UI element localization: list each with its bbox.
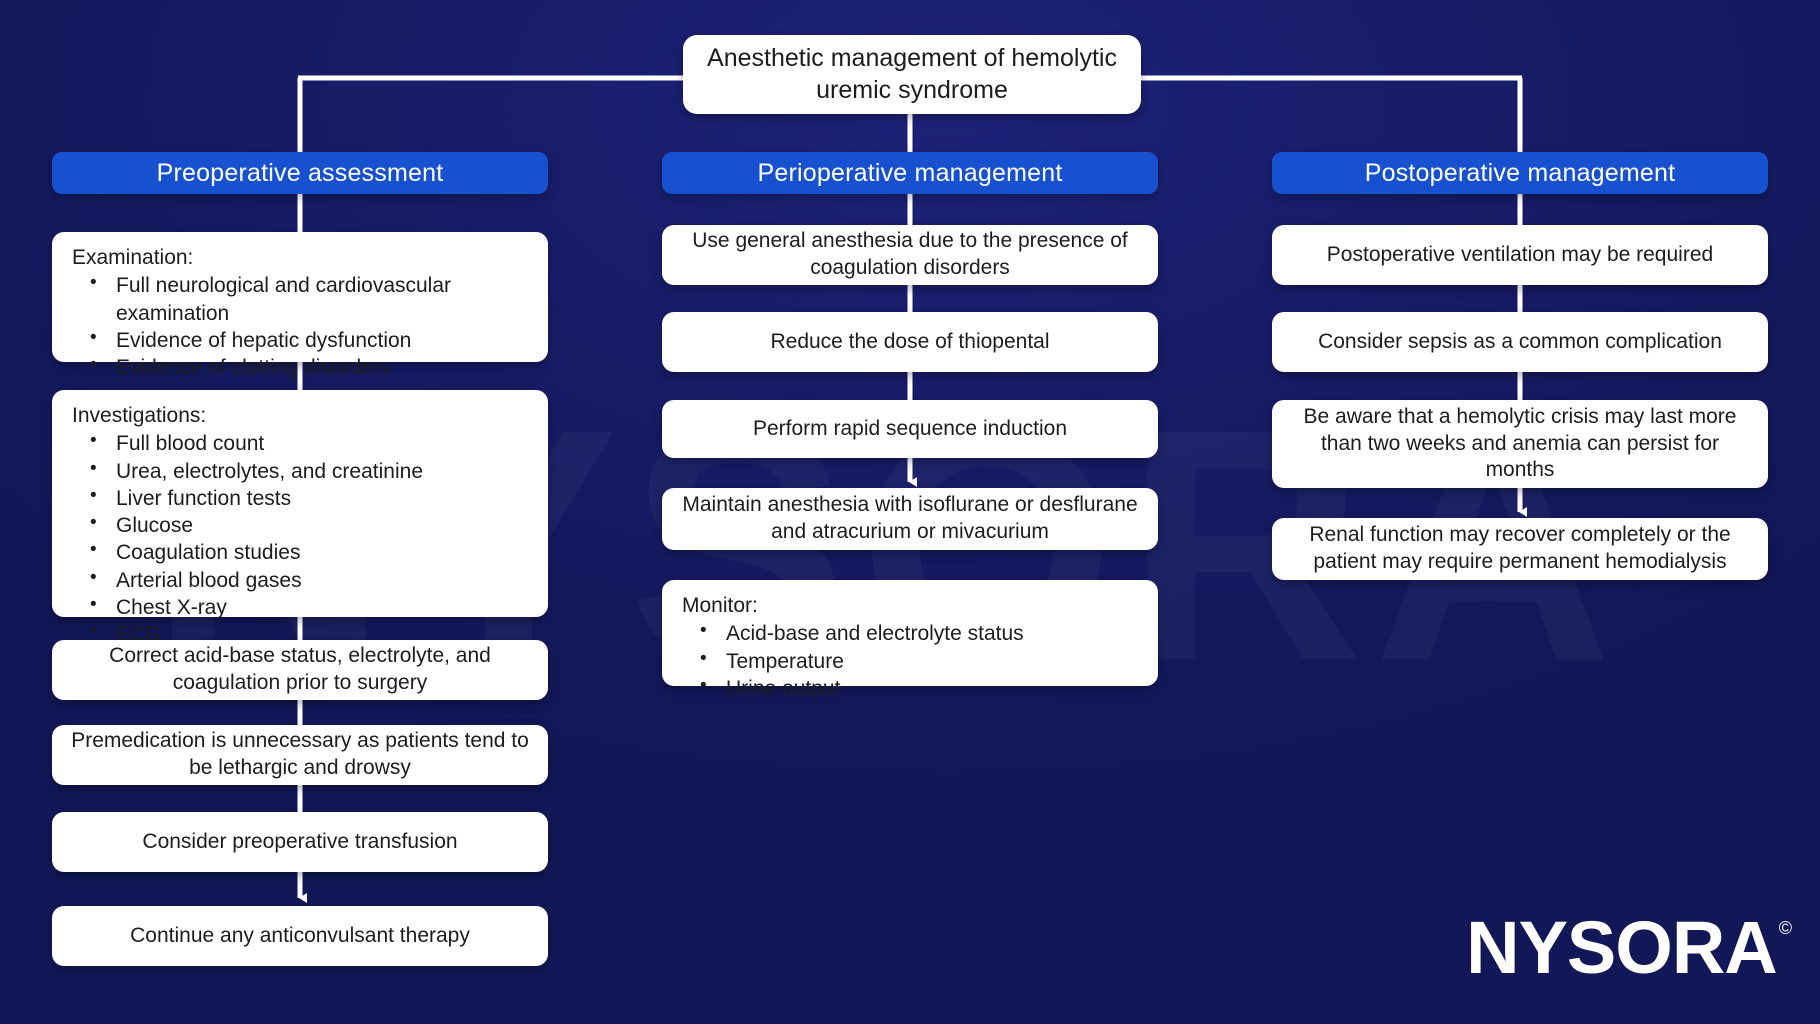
list-item: Glucose — [72, 511, 532, 539]
nysora-logo: NYSORA © — [1466, 905, 1792, 989]
node-periop-maintain-anesthesia-text: Maintain anesthesia with isoflurane or d… — [682, 493, 1138, 543]
list-item: Urine output — [682, 674, 1142, 702]
node-periop-monitor: Monitor: Acid-base and electrolyte statu… — [662, 580, 1158, 700]
list-item: Chest X-ray — [72, 593, 532, 621]
column-header-postoperative[interactable]: Postoperative management — [1272, 152, 1768, 194]
list-item: Coagulation studies — [72, 538, 532, 566]
node-periop-thiopental: Reduce the dose of thiopental — [662, 312, 1158, 372]
node-postop-ventilation: Postoperative ventilation may be require… — [1272, 225, 1768, 285]
node-preop-examination-title: Examination: — [72, 246, 194, 269]
list-item: Full blood count — [72, 429, 532, 457]
column-header-perioperative-label: Perioperative management — [757, 158, 1063, 187]
node-preop-anticonvulsant-text: Continue any anticonvulsant therapy — [130, 923, 470, 947]
list-item: Temperature — [682, 647, 1142, 675]
node-preop-investigations: Investigations: Full blood count Urea, e… — [52, 390, 548, 646]
node-preop-anticonvulsant: Continue any anticonvulsant therapy — [52, 906, 548, 966]
list-item: Evidence of hepatic dysfunction — [72, 326, 532, 354]
node-periop-monitor-list: Acid-base and electrolyte status Tempera… — [682, 619, 1142, 702]
node-preop-examination: Examination: Full neurological and cardi… — [52, 232, 548, 379]
copyright-icon: © — [1778, 917, 1792, 938]
node-preop-premedication: Premedication is unnecessary as patients… — [52, 725, 548, 785]
node-postop-ventilation-text: Postoperative ventilation may be require… — [1326, 242, 1714, 266]
node-periop-maintain-anesthesia: Maintain anesthesia with isoflurane or d… — [662, 488, 1158, 550]
node-preop-correct-acid-base: Correct acid-base status, electrolyte, a… — [52, 640, 548, 700]
node-postop-hemolytic-crisis-text: Be aware that a hemolytic crisis may las… — [1303, 404, 1737, 482]
column-header-perioperative[interactable]: Perioperative management — [662, 152, 1158, 194]
node-preop-transfusion-text: Consider preoperative transfusion — [142, 829, 458, 853]
node-periop-rsi-text: Perform rapid sequence induction — [752, 416, 1067, 440]
list-item: Liver function tests — [72, 484, 532, 512]
node-periop-rsi: Perform rapid sequence induction — [662, 400, 1158, 458]
list-item: Full neurological and cardiovascular exa… — [72, 271, 532, 327]
list-item: Arterial blood gases — [72, 566, 532, 594]
node-postop-sepsis: Consider sepsis as a common complication — [1272, 312, 1768, 372]
node-preop-investigations-list: Full blood count Urea, electrolytes, and… — [72, 429, 532, 648]
node-preop-premedication-text: Premedication is unnecessary as patients… — [71, 729, 529, 779]
node-periop-thiopental-text: Reduce the dose of thiopental — [770, 329, 1050, 353]
list-item: Evidence of clotting disorders — [72, 353, 532, 381]
root-title-node: Anesthetic management of hemolytic uremi… — [683, 35, 1141, 114]
column-header-preoperative-label: Preoperative assessment — [156, 158, 444, 187]
node-postop-renal-function-text: Renal function may recover completely or… — [1309, 523, 1731, 573]
node-preop-examination-list: Full neurological and cardiovascular exa… — [72, 271, 532, 381]
node-postop-sepsis-text: Consider sepsis as a common complication — [1318, 329, 1722, 353]
column-header-postoperative-label: Postoperative management — [1364, 158, 1676, 187]
node-periop-general-anesthesia: Use general anesthesia due to the presen… — [662, 225, 1158, 285]
root-title-text: Anesthetic management of hemolytic uremi… — [707, 44, 1117, 104]
node-postop-hemolytic-crisis: Be aware that a hemolytic crisis may las… — [1272, 400, 1768, 488]
node-preop-correct-acid-base-text: Correct acid-base status, electrolyte, a… — [109, 644, 491, 694]
node-periop-monitor-title: Monitor: — [682, 594, 758, 617]
node-periop-general-anesthesia-text: Use general anesthesia due to the presen… — [692, 229, 1128, 279]
node-postop-renal-function: Renal function may recover completely or… — [1272, 518, 1768, 580]
node-preop-transfusion: Consider preoperative transfusion — [52, 812, 548, 872]
list-item: Acid-base and electrolyte status — [682, 619, 1142, 647]
column-header-preoperative[interactable]: Preoperative assessment — [52, 152, 548, 194]
node-preop-investigations-title: Investigations: — [72, 404, 207, 427]
list-item: Urea, electrolytes, and creatinine — [72, 457, 532, 485]
nysora-wordmark: NYSORA — [1466, 905, 1778, 989]
